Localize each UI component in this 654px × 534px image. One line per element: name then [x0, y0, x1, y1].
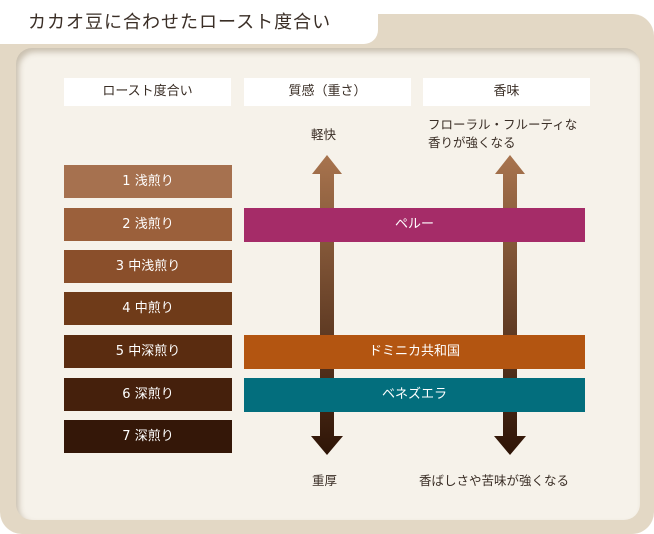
header-roast: ロースト度合い — [64, 78, 231, 106]
aroma-axis-arrow — [494, 155, 526, 455]
body-axis-arrow — [311, 155, 343, 455]
roast-level-5: 5 中深煎り — [64, 335, 232, 368]
roast-level-6: 6 深煎り — [64, 378, 232, 411]
roast-level-1: 1 浅煎り — [64, 165, 232, 198]
aroma-bottom-label: 香ばしさや苦味が強くなる — [419, 473, 570, 488]
page-title: カカオ豆に合わせたロースト度合い — [28, 12, 332, 33]
roast-level-2: 2 浅煎り — [64, 208, 232, 241]
roast-level-3: 3 中浅煎り — [64, 250, 232, 283]
bean-band: ドミニカ共和国 — [244, 335, 585, 369]
header-aroma: 香味 — [423, 78, 590, 106]
body-bottom-label: 重厚 — [312, 473, 338, 488]
title-tab: カカオ豆に合わせたロースト度合い — [0, 0, 378, 44]
body-top-label: 軽快 — [311, 127, 337, 142]
aroma-top-label-1: フローラル・フルーティな — [428, 117, 578, 132]
roast-level-7: 7 深煎り — [64, 420, 232, 453]
header-body: 質感（重さ） — [244, 78, 411, 106]
bean-band: ベネズエラ — [244, 378, 585, 412]
roast-level-4: 4 中煎り — [64, 292, 232, 325]
aroma-top-label-2: 香りが強くなる — [428, 135, 516, 150]
bean-band: ペルー — [244, 208, 585, 242]
